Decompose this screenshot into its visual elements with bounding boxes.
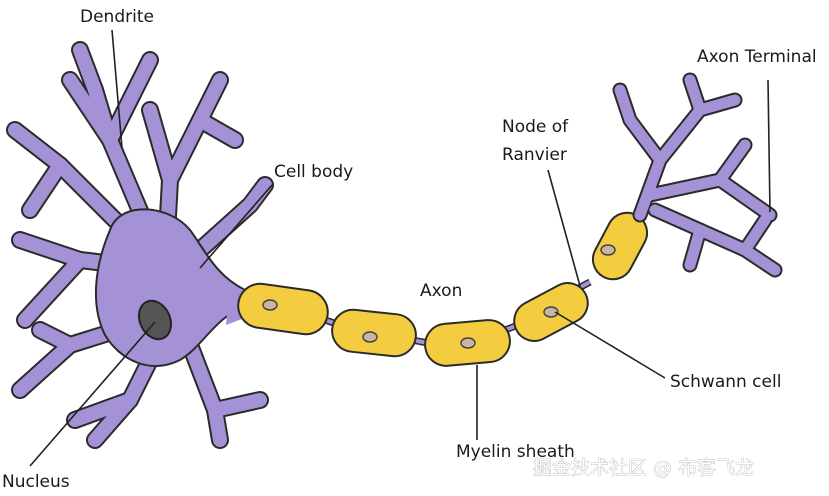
watermark-text: 掘金技术社区 @ 布客飞龙 bbox=[533, 457, 754, 479]
cell-body bbox=[95, 208, 251, 367]
schwann-nucleus bbox=[262, 299, 278, 311]
schwann-nucleus bbox=[362, 331, 378, 343]
leader-axon-terminal bbox=[767, 79, 771, 213]
label-schwann-cell: Schwann cell bbox=[670, 372, 781, 392]
leader-node-of-ranvier bbox=[547, 169, 581, 287]
nucleus bbox=[137, 299, 173, 341]
label-myelin-sheath: Myelin sheath bbox=[456, 442, 575, 462]
leader-schwann-cell bbox=[554, 311, 666, 379]
leader-dendrite bbox=[111, 29, 123, 149]
axon-terminal-branches bbox=[612, 72, 783, 278]
label-node-of-ranvier-line1: Node of bbox=[502, 117, 569, 137]
label-axon-terminal: Axon Terminal bbox=[697, 47, 817, 67]
label-nucleus: Nucleus bbox=[2, 472, 70, 492]
leader-cell-body bbox=[199, 184, 273, 269]
schwann-nucleus bbox=[543, 306, 559, 318]
leader-nucleus bbox=[29, 321, 156, 467]
leader-lines bbox=[29, 29, 771, 467]
axon-nodes bbox=[323, 278, 592, 347]
myelin-segment bbox=[237, 282, 329, 336]
label-node-of-ranvier-line2: Ranvier bbox=[502, 145, 567, 165]
label-axon: Axon bbox=[420, 281, 462, 301]
schwann-nucleus bbox=[460, 337, 476, 349]
schwann-nucleus bbox=[600, 244, 616, 256]
label-cell-body: Cell body bbox=[274, 162, 353, 182]
label-dendrite: Dendrite bbox=[80, 7, 154, 27]
myelin-sheath-segments bbox=[237, 211, 649, 367]
